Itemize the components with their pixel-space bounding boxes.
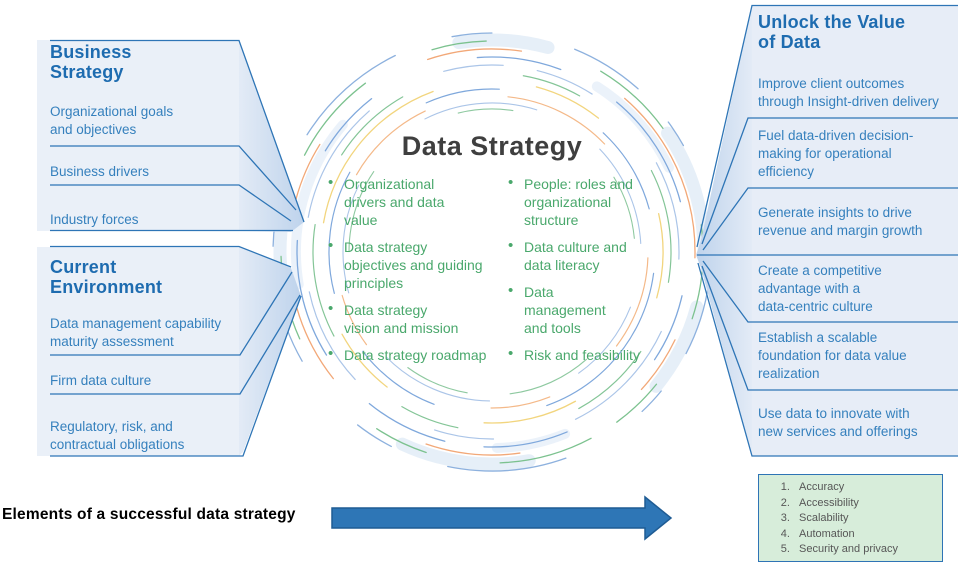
unlock-value-title: Unlock the Value of Data — [758, 12, 906, 52]
element-item: Scalability — [793, 511, 942, 527]
bullet-item: Organizational drivers and data value — [328, 174, 519, 229]
element-item: Automation — [793, 527, 942, 543]
element-item: Accuracy — [793, 480, 942, 496]
list-item: Industry forces — [50, 212, 139, 227]
list-item: Regulatory, risk, and contractual obliga… — [50, 419, 185, 452]
arc-ring — [280, 40, 704, 464]
element-item: Security and privacy — [793, 542, 942, 558]
footer-label: Elements of a successful data strategy — [2, 506, 296, 523]
business-strategy-funnel — [239, 40, 304, 232]
bullet-item: Data strategy vision and mission — [328, 300, 519, 337]
list-item: Data management capability maturity asse… — [50, 316, 222, 349]
bullet-item: Risk and feasibility — [508, 345, 679, 364]
list-item: Establish a scalable foundation for data… — [758, 330, 907, 381]
business-strategy-panel — [37, 40, 239, 231]
elements-box: AccuracyAccessibilityScalabilityAutomati… — [758, 474, 943, 562]
element-item: Accessibility — [793, 496, 942, 512]
elements-list: AccuracyAccessibilityScalabilityAutomati… — [759, 480, 942, 558]
bullet-item: Data management and tools — [508, 282, 679, 337]
center-bullets-right: People: roles and organizational structu… — [508, 174, 679, 373]
list-item: Create a competitive advantage with a da… — [758, 263, 882, 314]
list-item: Use data to innovate with new services a… — [758, 406, 918, 439]
panel-shapes — [37, 5, 958, 456]
current-environment-funnel — [239, 247, 301, 456]
bullet-item: People: roles and organizational structu… — [508, 174, 679, 229]
bullet-item: Data strategy objectives and guiding pri… — [328, 237, 519, 292]
arc-ring — [320, 80, 664, 424]
list-item: Generate insights to drive revenue and m… — [758, 205, 923, 238]
list-item: Fuel data-driven decision- making for op… — [758, 128, 914, 179]
list-item: Business drivers — [50, 164, 150, 179]
bullet-item: Data strategy roadmap — [328, 345, 519, 364]
unlock-value-funnel — [696, 5, 752, 456]
unlock-value-panel — [752, 5, 958, 456]
current-environment-panel — [37, 247, 239, 456]
concentric-arcs — [272, 32, 712, 472]
arc-ring — [312, 72, 672, 432]
connector-lines — [50, 4, 958, 457]
arc-ring — [296, 56, 688, 448]
current-environment-title: Current Environment — [50, 257, 163, 297]
current-environment-list: Data management capability maturity asse… — [50, 315, 265, 460]
arc-ring — [304, 64, 680, 440]
arc-ring — [288, 48, 696, 456]
center-bullets-left: Organizational drivers and data valueDat… — [328, 174, 519, 373]
arc-ring — [291, 51, 693, 453]
center-title: Data Strategy — [401, 131, 583, 161]
bullet-item: Data culture and data literacy — [508, 237, 679, 274]
list-item: Organizational goals and objectives — [50, 104, 174, 137]
list-item: Firm data culture — [50, 373, 152, 388]
arrow-right — [331, 495, 673, 541]
arc-ring — [328, 88, 656, 416]
list-item: Improve client outcomes through Insight-… — [758, 76, 939, 109]
arc-ring — [273, 33, 711, 471]
unlock-value-list: Improve client outcomes through Insight-… — [758, 75, 960, 455]
business-strategy-title: Business Strategy — [50, 42, 132, 82]
